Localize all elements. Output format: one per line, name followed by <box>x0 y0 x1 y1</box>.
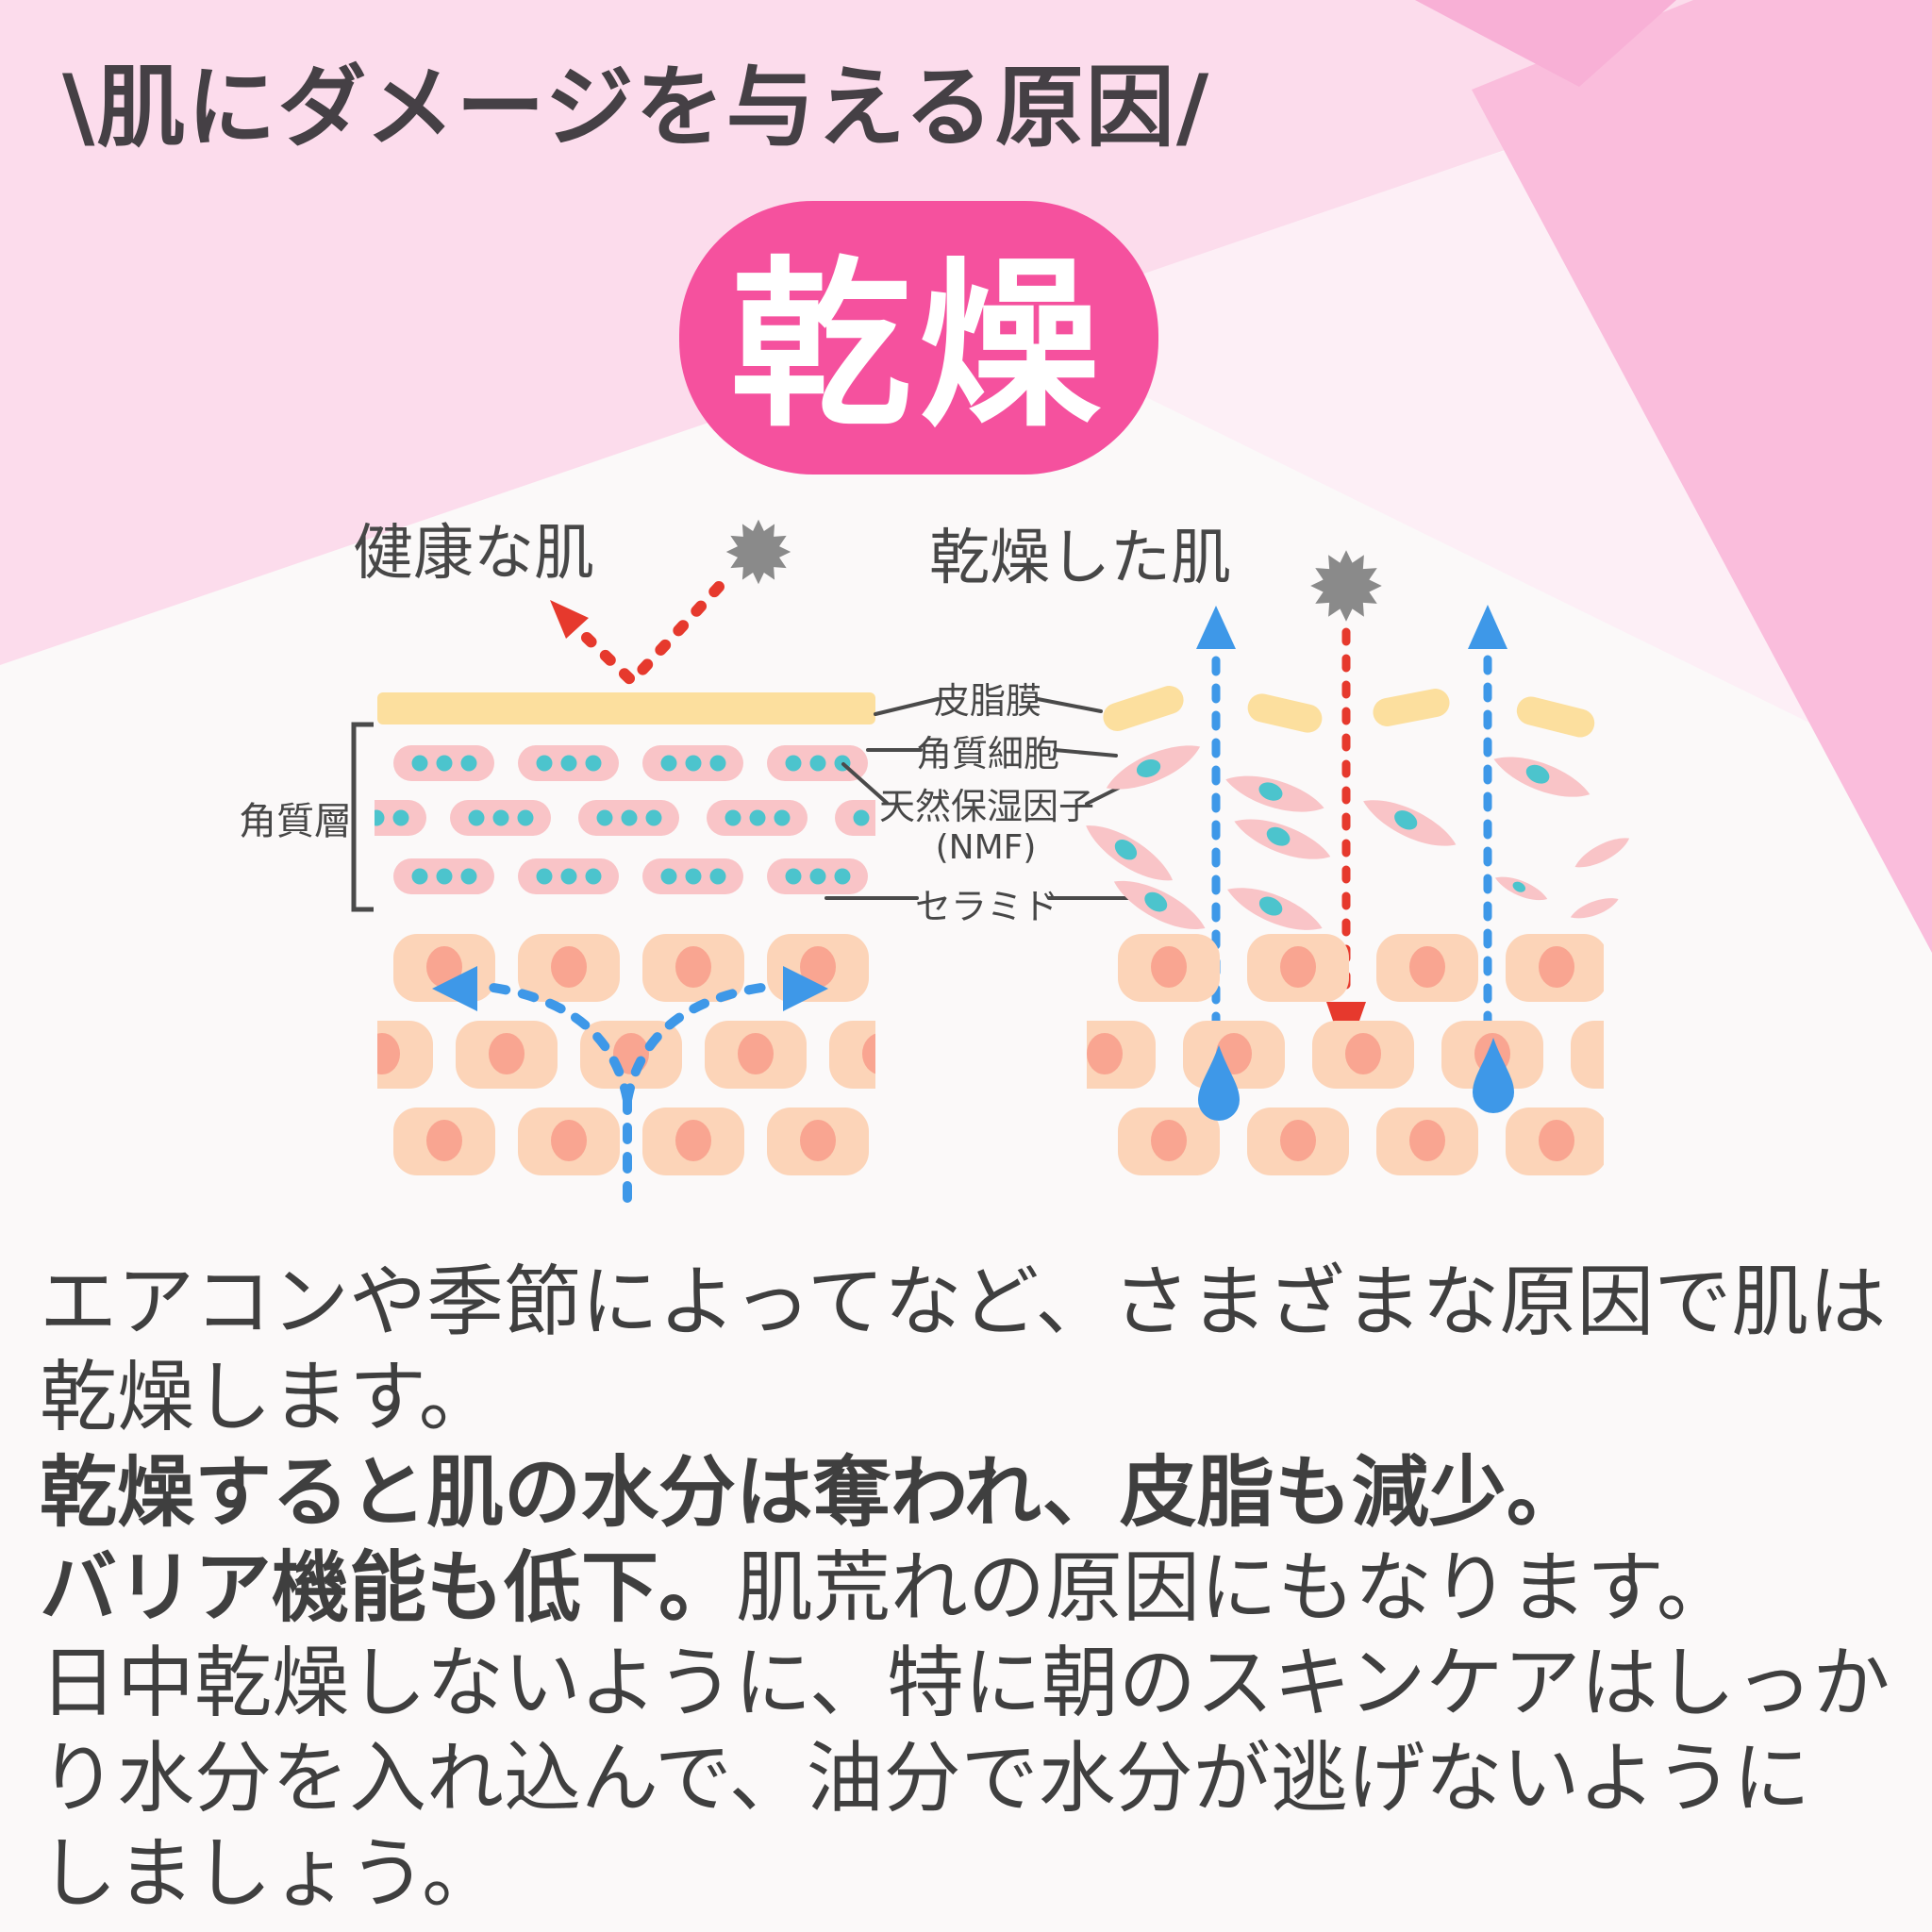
moisture-path-left <box>482 982 632 1105</box>
epidermis-cell <box>1118 1108 1220 1175</box>
connector-nmf-left <box>841 762 889 805</box>
body-line-1: エアコンや季節によってなど、さまざまな原因で肌は <box>40 1257 1886 1347</box>
corneocyte-cell <box>450 800 551 836</box>
healthy-skin-diagram: 健康な肌 角質層 <box>239 519 875 1203</box>
moisture-arrowhead-left-icon <box>432 966 477 1011</box>
body-line-5: 日中乾燥しないように、特に朝のスキンケアはしっか <box>40 1639 1890 1728</box>
uv-reflection-dotted-line <box>581 581 724 690</box>
epidermis-cell <box>1376 1108 1478 1175</box>
annotation-connectors <box>824 697 1162 900</box>
connector-sebum-right <box>1036 697 1103 713</box>
epidermis-cell <box>518 1108 620 1175</box>
sebum-film-label: 皮脂膜 <box>934 680 1041 722</box>
epidermis-cell <box>1247 1108 1349 1175</box>
epidermis-cell <box>767 1108 869 1175</box>
sebum-fragment <box>1373 689 1450 726</box>
dryness-badge: 乾燥 <box>679 201 1158 475</box>
nmf-label-line2: (NMF) <box>936 828 1037 867</box>
epidermis-cell <box>393 1108 495 1175</box>
ceramide-label: セラミド <box>915 886 1058 927</box>
body-line-2: 乾燥します。 <box>40 1353 496 1442</box>
broken-sebum-film <box>1103 686 1595 738</box>
epidermis-cell <box>1183 1021 1285 1089</box>
page-title: \肌にダメージを与える原因/ <box>62 57 1210 159</box>
body-line-6: り水分を入れ込んで、油分で水分が逃げないように <box>40 1734 1810 1824</box>
epidermis-cell <box>1118 934 1220 1002</box>
epidermis-cell <box>1312 1021 1414 1089</box>
epidermis-cell <box>580 1021 682 1089</box>
corneocyte-cell <box>642 745 743 781</box>
escape-arrowhead-right-icon <box>1468 605 1507 649</box>
sebum-fragment <box>1247 693 1323 733</box>
epidermis-cell <box>1506 934 1604 1002</box>
moisture-path-right <box>623 982 773 1105</box>
corneocyte-cell <box>393 858 494 894</box>
body-line-4: バリア機能も低下。肌荒れの原因にもなります。 <box>40 1543 1734 1633</box>
dry-skin-diagram: 乾燥した肌 <box>929 524 1634 1175</box>
background-triangle-deep <box>1415 0 1676 87</box>
badge-label: 乾燥 <box>730 242 1108 452</box>
body-line-4-rest: 肌荒れの原因にもなります。 <box>736 1543 1734 1633</box>
corneocyte-cell <box>518 745 619 781</box>
stratum-corneum-bracket <box>351 722 374 912</box>
corneocyte-cell <box>707 800 808 836</box>
epidermis-cell <box>1247 934 1349 1002</box>
body-line-7: しましょう。 <box>40 1829 499 1919</box>
healthy-skin-title: 健康な肌 <box>353 519 594 589</box>
corneocyte-cell <box>518 858 619 894</box>
corneocyte-label: 角質細胞 <box>916 733 1059 774</box>
uv-reflection-arrowhead-icon <box>550 600 589 639</box>
body-text: エアコンや季節によってなど、さまざまな原因で肌は 乾燥します。 乾燥すると肌の水… <box>40 1257 1890 1919</box>
moisture-arrowhead-right-icon <box>783 966 828 1011</box>
escape-arrowhead-left-icon <box>1196 606 1236 649</box>
stratum-corneum-label: 角質層 <box>239 800 352 843</box>
epidermis-cell <box>705 1021 807 1089</box>
background-wedge-medium <box>1472 0 1932 953</box>
epidermis-cell <box>456 1021 558 1089</box>
dry-skin-title: 乾燥した肌 <box>929 524 1231 593</box>
body-line-3: 乾燥すると肌の水分は奪われ、皮脂も減少。 <box>40 1448 1584 1538</box>
corneocyte-cell <box>767 858 868 894</box>
body-line-4-bold: バリア機能も低下。 <box>40 1543 736 1633</box>
connector-sebum-left <box>874 697 940 716</box>
corneocyte-cell <box>767 745 868 781</box>
epidermis-cell <box>1506 1108 1604 1175</box>
corneocyte-cell <box>642 858 743 894</box>
epidermis-cell <box>518 934 620 1002</box>
badge-shape <box>679 201 1158 475</box>
sebum-fragment <box>1516 696 1595 738</box>
epidermis-cell <box>1376 934 1478 1002</box>
nmf-label-line1: 天然保湿因子 <box>879 786 1094 827</box>
annotation-labels: 皮脂膜 角質細胞 天然保湿因子 (NMF) セラミド <box>824 680 1162 927</box>
moisture-retained-arrows <box>432 966 828 1203</box>
sebum-fragment <box>1103 686 1184 731</box>
corneocyte-cell <box>393 745 494 781</box>
connector-corneocyte-right <box>1053 748 1118 758</box>
corneocyte-cell <box>578 800 679 836</box>
sebum-film-bar <box>377 692 875 724</box>
epidermis-cell <box>642 1108 744 1175</box>
